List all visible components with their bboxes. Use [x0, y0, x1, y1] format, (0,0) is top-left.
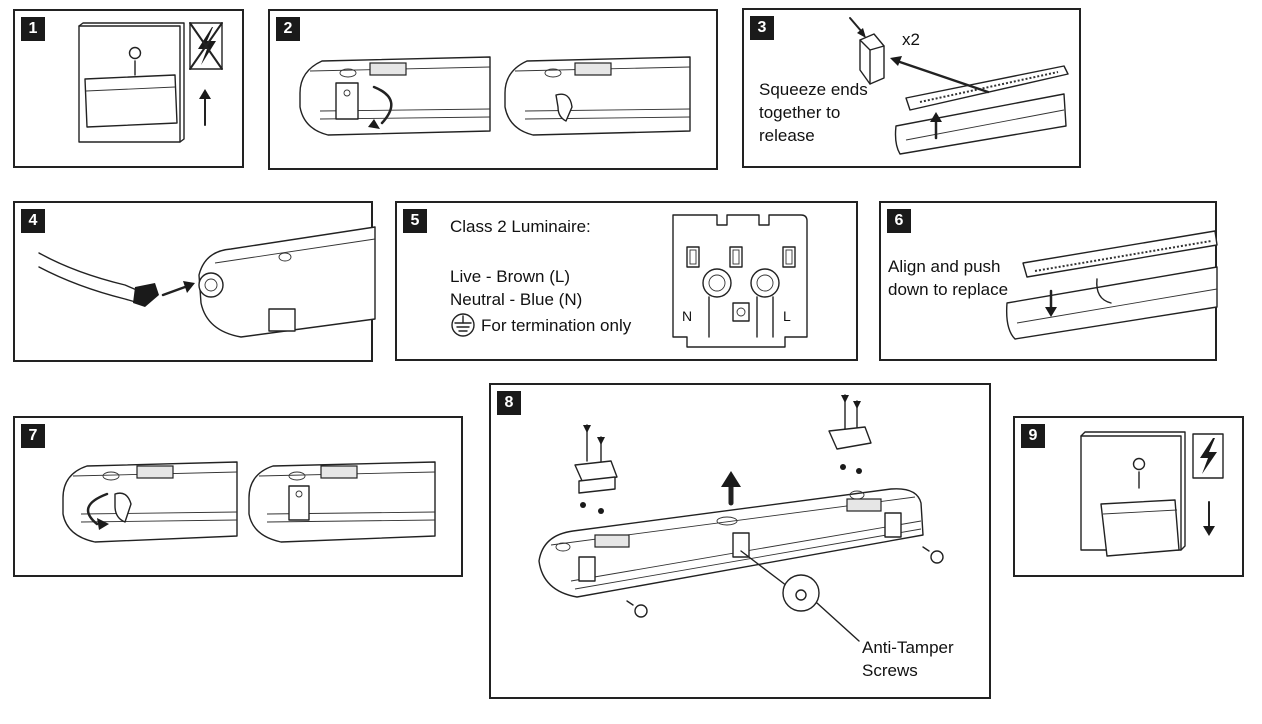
end-clip-open-illustration [504, 56, 691, 136]
step-2-panel: 2 [268, 9, 718, 170]
step-6-panel: 6 Align and push down to replace [879, 201, 1218, 361]
instruction-line: down to replace [888, 280, 1009, 299]
mounting-illustration [538, 394, 944, 642]
diffuser-removal-illustration [890, 56, 1069, 155]
luminaire-end-illustration [198, 226, 376, 338]
instruction-line: release [759, 126, 815, 145]
live-terminal-label: L [783, 308, 791, 324]
step-3-panel: 3 x2 Squeeze ends together to release [742, 8, 1081, 168]
step-7-panel: 7 [13, 416, 463, 577]
cable-illustration [38, 252, 195, 307]
instruction-line: Squeeze ends [759, 80, 868, 99]
instruction-line: Align and push [888, 257, 1001, 276]
neutral-terminal-label: N [682, 308, 693, 324]
step-number: 4 [21, 209, 45, 233]
earth-symbol-icon [451, 313, 475, 337]
step-number: 5 [403, 209, 427, 233]
instruction-text: Align and push down to replace [888, 255, 1008, 301]
switch-on-illustration [1080, 431, 1186, 557]
live-wire-text: Live - Brown (L) [450, 267, 570, 286]
step-number: 8 [497, 391, 521, 415]
arrow-down-icon [1203, 501, 1215, 536]
switch-off-illustration [78, 22, 185, 143]
diffuser-replace-illustration [1005, 230, 1218, 340]
end-clip-closed-illustration [299, 56, 491, 136]
step-8-panel: 8 [489, 383, 991, 699]
callout-text: Anti-Tamper Screws [862, 636, 954, 682]
callout-line: Screws [862, 661, 918, 680]
step-1-panel: 1 [13, 9, 244, 168]
end-clip-closing-illustration [62, 461, 238, 543]
terminal-block-illustration [672, 214, 808, 348]
end-clip-locked-illustration [248, 461, 436, 543]
step-number: 9 [1021, 424, 1045, 448]
callout-line: Anti-Tamper [862, 638, 954, 657]
step-number: 1 [21, 17, 45, 41]
no-power-icon [189, 22, 223, 70]
step-4-panel: 4 [13, 201, 376, 362]
step-5-panel: 5 Class 2 Luminaire: Live - Brown (L) Ne… [395, 201, 858, 361]
instruction-text: Squeeze ends together to release [759, 78, 868, 147]
step-number: 2 [276, 17, 300, 41]
neutral-wire-text: Neutral - Blue (N) [450, 290, 583, 309]
power-on-icon [1192, 433, 1224, 479]
step-9-panel: 9 [1013, 416, 1244, 577]
step-number: 7 [21, 424, 45, 448]
arrow-up-icon [199, 89, 211, 126]
class-title: Class 2 Luminaire: [450, 217, 591, 236]
end-cap-illustration [849, 17, 885, 85]
step-number: 3 [750, 16, 774, 40]
step-number: 6 [887, 209, 911, 233]
earth-text: For termination only [481, 316, 632, 335]
quantity-label: x2 [902, 30, 920, 49]
instruction-line: together to [759, 103, 841, 122]
